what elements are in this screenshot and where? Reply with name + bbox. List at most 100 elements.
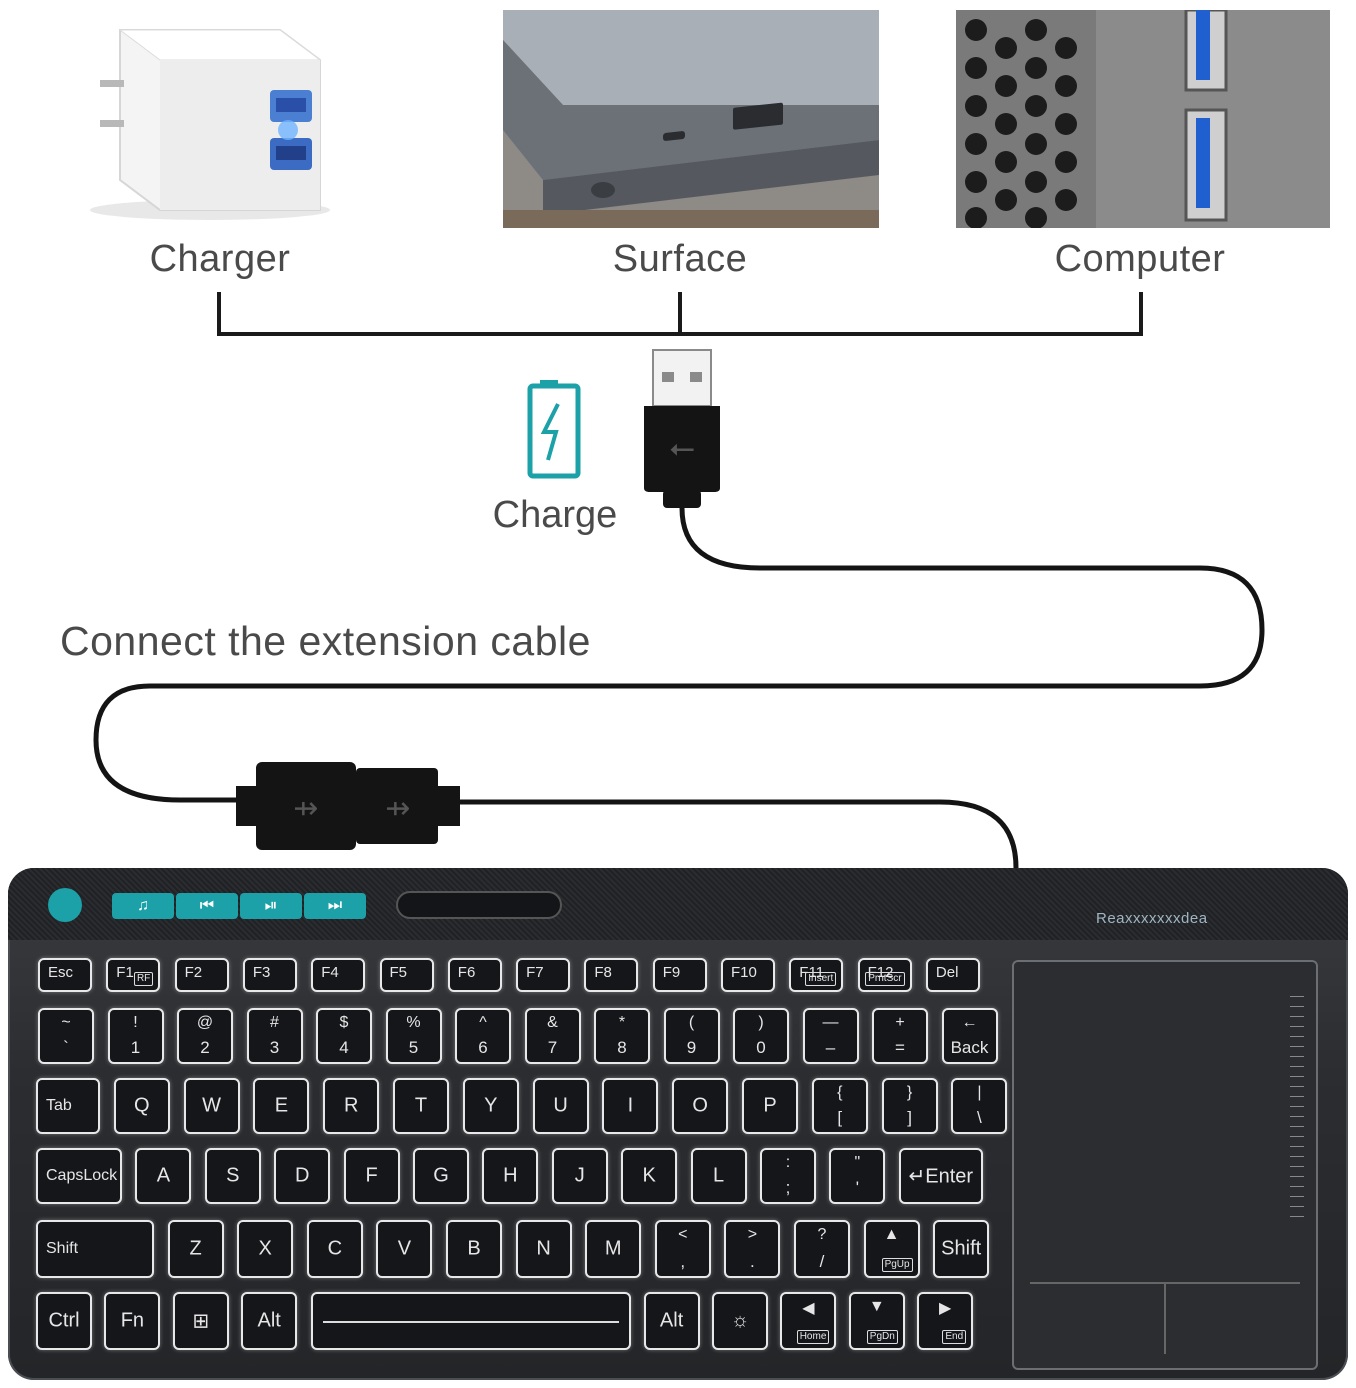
key-shift-row-3[interactable]: C	[306, 1220, 363, 1278]
key-shift-row-8[interactable]: <,	[654, 1220, 711, 1278]
key-legend: End	[942, 1330, 967, 1344]
key-q-row-12[interactable]: }]	[881, 1078, 938, 1134]
key-shift-row-2[interactable]: X	[237, 1220, 294, 1278]
key-q-row-7[interactable]: U	[532, 1078, 589, 1134]
key-bottom-2[interactable]: ⊞	[172, 1292, 229, 1350]
key-legend: ⊞	[192, 1310, 210, 1333]
key-bottom-0[interactable]: Ctrl	[36, 1292, 92, 1350]
key-bottom-9[interactable]: ▶End	[917, 1292, 974, 1350]
key-number-13[interactable]: ←Back	[941, 1008, 998, 1064]
key-f5[interactable]: F5	[379, 958, 434, 992]
key-number-6[interactable]: ^6	[455, 1008, 511, 1064]
key-shift-row-10[interactable]: ?/	[794, 1220, 850, 1278]
key-f3[interactable]: F3	[242, 958, 297, 992]
key-q-row-8[interactable]: I	[602, 1078, 659, 1134]
key-legend: <	[678, 1226, 688, 1243]
key-number-10[interactable]: )0	[733, 1008, 789, 1064]
key-bottom-3[interactable]: Alt	[241, 1292, 298, 1350]
key-number-8[interactable]: *8	[594, 1008, 650, 1064]
key-q-row-6[interactable]: Y	[462, 1078, 519, 1134]
key-home-row-10[interactable]: :;	[760, 1148, 816, 1204]
key-q-row-2[interactable]: W	[183, 1078, 240, 1134]
key-f9[interactable]: F9	[652, 958, 707, 992]
key-home-row-2[interactable]: S	[204, 1148, 261, 1204]
key-q-row-1[interactable]: Q	[113, 1078, 170, 1134]
key-esc[interactable]: Esc	[38, 958, 92, 992]
key-shift-row-4[interactable]: V	[376, 1220, 433, 1278]
key-home-row-1[interactable]: A	[135, 1148, 192, 1204]
key-home-row-3[interactable]: D	[274, 1148, 331, 1204]
key-number-5[interactable]: %5	[385, 1008, 442, 1064]
key-q-row-11[interactable]: {[	[811, 1078, 868, 1134]
music-note-icon[interactable]: ♫	[112, 893, 174, 919]
key-f7[interactable]: F7	[516, 958, 571, 992]
play-pause-icon[interactable]: ⏯	[240, 893, 302, 919]
key-legend: |	[977, 1084, 982, 1101]
key-number-2[interactable]: @2	[177, 1008, 233, 1064]
touchpad-right-button[interactable]	[1166, 1284, 1300, 1354]
key-legend: {	[837, 1084, 843, 1101]
key-q-row-5[interactable]: T	[393, 1078, 449, 1134]
touchpad[interactable]	[1012, 960, 1318, 1370]
key-q-row-10[interactable]: P	[742, 1078, 798, 1134]
key-legend: P	[763, 1094, 777, 1117]
key-number-1[interactable]: !1	[107, 1008, 164, 1064]
key-home-row-8[interactable]: K	[621, 1148, 678, 1204]
key-shift-row-1[interactable]: Z	[167, 1220, 224, 1278]
key-number-9[interactable]: (9	[663, 1008, 720, 1064]
key-shift-row-11[interactable]: ▲PgUp	[863, 1220, 920, 1278]
key-home-row-6[interactable]: H	[482, 1148, 539, 1204]
key-number-3[interactable]: #3	[246, 1008, 303, 1064]
key-legend: Fn	[120, 1309, 145, 1332]
key-capslock[interactable]: CapsLock	[36, 1148, 122, 1204]
key-enter[interactable]: ↵Enter	[898, 1148, 983, 1204]
key-del[interactable]: Del	[925, 958, 980, 992]
computer-photo	[956, 10, 1330, 228]
previous-track-icon[interactable]: ⏮	[176, 893, 238, 919]
next-track-icon[interactable]: ⏭	[304, 893, 366, 919]
key-home-row-5[interactable]: G	[413, 1148, 469, 1204]
key-number-11[interactable]: —–	[802, 1008, 859, 1064]
key-number-0[interactable]: ~`	[38, 1008, 94, 1064]
key-home-row-7[interactable]: J	[551, 1148, 608, 1204]
key-number-12[interactable]: +=	[872, 1008, 928, 1064]
key-bottom-5[interactable]: Alt	[643, 1292, 700, 1350]
key-legend: 9	[686, 1038, 697, 1057]
key-q-row-4[interactable]: R	[323, 1078, 380, 1134]
key-legend: Del	[935, 964, 959, 981]
key-f8[interactable]: F8	[584, 958, 639, 992]
key-legend: !	[133, 1014, 138, 1031]
key-right-shift[interactable]: Shift	[933, 1220, 990, 1278]
key-bottom-space[interactable]	[311, 1292, 632, 1350]
key-q-row-9[interactable]: O	[672, 1078, 729, 1134]
key-bottom-6[interactable]: ☼	[712, 1292, 768, 1350]
key-left-shift[interactable]: Shift	[36, 1220, 154, 1278]
key-shift-row-7[interactable]: M	[585, 1220, 642, 1278]
key-shift-row-9[interactable]: >.	[724, 1220, 781, 1278]
key-bottom-1[interactable]: Fn	[104, 1292, 161, 1350]
key-q-row-13[interactable]: |\	[951, 1078, 1008, 1134]
key-shift-row-6[interactable]: N	[515, 1220, 572, 1278]
key-number-4[interactable]: $4	[316, 1008, 372, 1064]
key-bottom-7[interactable]: ◀Home	[780, 1292, 837, 1350]
charger-photo	[70, 10, 332, 228]
key-q-row-3[interactable]: E	[253, 1078, 310, 1134]
key-f10[interactable]: F10	[721, 958, 775, 992]
touchpad-left-button[interactable]	[1030, 1284, 1166, 1354]
touchpad-scroll-strip[interactable]	[1290, 996, 1304, 1226]
key-home-row-4[interactable]: F	[343, 1148, 400, 1204]
key-f6[interactable]: F6	[447, 958, 502, 992]
key-f4[interactable]: F4	[311, 958, 366, 992]
key-f2[interactable]: F2	[174, 958, 229, 992]
key-number-7[interactable]: &7	[524, 1008, 581, 1064]
key-home-row-11[interactable]: "'	[829, 1148, 886, 1204]
key-tab[interactable]: Tab	[36, 1078, 100, 1134]
mouse-button-icon[interactable]	[48, 888, 82, 922]
key-shift-row-5[interactable]: B	[446, 1220, 502, 1278]
key-legend: Home	[796, 1330, 830, 1344]
key-bottom-8[interactable]: ▼PgDn	[848, 1292, 905, 1350]
key-home-row-9[interactable]: L	[690, 1148, 747, 1204]
